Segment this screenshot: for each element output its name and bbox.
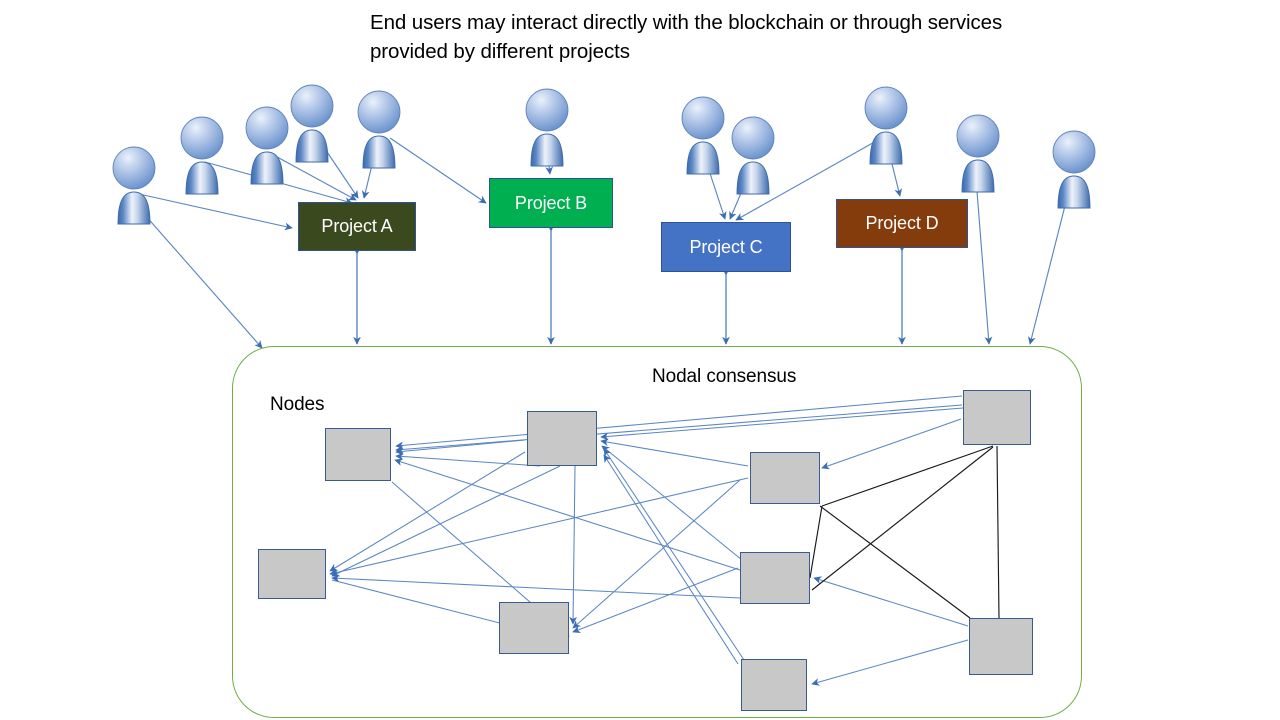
node-4[interactable] bbox=[963, 390, 1031, 445]
end-user-4-icon bbox=[288, 78, 336, 164]
end-user-8-icon bbox=[729, 110, 777, 196]
project-box-d[interactable]: Project D bbox=[836, 199, 968, 248]
project-box-b[interactable]: Project B bbox=[489, 178, 613, 228]
node-6[interactable] bbox=[740, 552, 810, 604]
nodes-label: Nodes bbox=[270, 394, 325, 415]
end-user-1-icon bbox=[110, 140, 158, 226]
end-user-10-icon bbox=[954, 108, 1002, 194]
node-9[interactable] bbox=[969, 618, 1033, 675]
edge-u1-project-a bbox=[138, 193, 293, 231]
project-to-consensus-edges bbox=[353, 223, 906, 345]
node-5[interactable] bbox=[258, 549, 326, 599]
node-7[interactable] bbox=[499, 602, 569, 654]
nodal-consensus-container bbox=[232, 346, 1082, 718]
edge-u5-project-b bbox=[389, 137, 487, 204]
project-box-a[interactable]: Project A bbox=[298, 202, 416, 251]
page-title: End users may interact directly with the… bbox=[370, 11, 1008, 63]
end-user-11-icon bbox=[1050, 124, 1098, 210]
end-user-3-icon bbox=[243, 100, 291, 186]
nodal-consensus-label: Nodal consensus bbox=[652, 366, 797, 387]
end-user-2-icon bbox=[178, 110, 226, 196]
end-user-9-icon bbox=[862, 80, 910, 166]
end-user-7-icon bbox=[679, 90, 727, 176]
end-user-5-icon bbox=[355, 84, 403, 170]
node-1[interactable] bbox=[325, 428, 391, 481]
end-user-6-icon bbox=[523, 82, 571, 168]
node-3[interactable] bbox=[750, 452, 820, 504]
node-8[interactable] bbox=[741, 659, 807, 711]
node-2[interactable] bbox=[527, 411, 597, 466]
project-box-c[interactable]: Project C bbox=[661, 222, 791, 272]
